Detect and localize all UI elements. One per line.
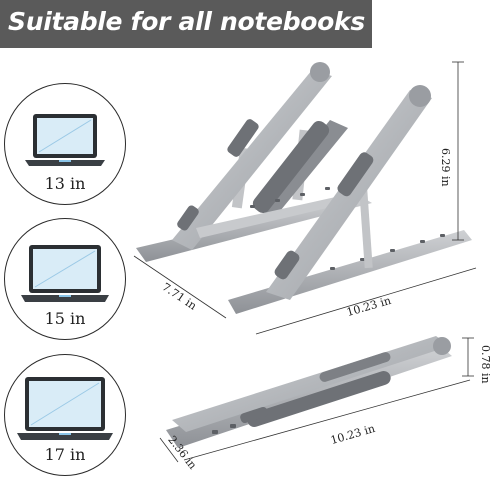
height-open-label: 6.29 in <box>439 148 452 187</box>
banner-title: Suitable for all notebooks <box>8 7 365 36</box>
size-label-17: 17 in <box>44 445 86 464</box>
folded-stand <box>166 336 452 448</box>
open-dimension-lines <box>133 61 477 335</box>
open-stand <box>136 62 472 314</box>
size-label-15: 15 in <box>44 309 86 328</box>
laptop-icon <box>17 377 113 440</box>
size-label-13: 13 in <box>44 174 86 193</box>
title-banner: Suitable for all notebooks <box>0 0 372 48</box>
size-circle-15: 15 in <box>4 218 126 340</box>
size-circle-17: 17 in <box>4 354 126 476</box>
size-circle-13: 13 in <box>4 83 126 205</box>
laptop-icon <box>21 245 109 302</box>
laptop-icon <box>25 114 105 166</box>
height-folded-label: 0.78 in <box>479 345 492 384</box>
folded-dimension-lines <box>159 337 474 463</box>
